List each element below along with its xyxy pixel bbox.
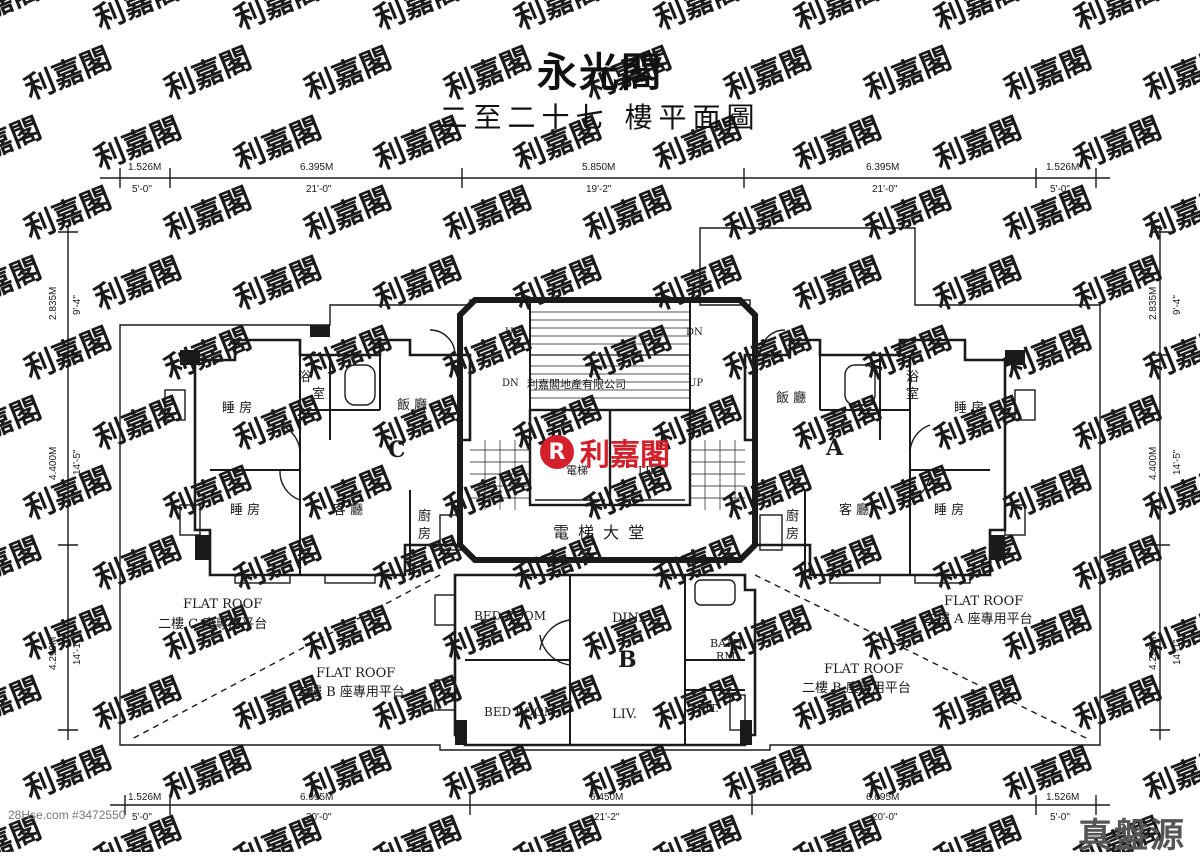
core-lift-lobby: 電 梯 大 堂 <box>553 523 646 542</box>
dim-top-ft-0: 5'-0" <box>132 184 152 195</box>
unit-a-kitchen-2: 房 <box>786 526 799 542</box>
core-up-left: UP <box>505 327 520 338</box>
dim-top-m-1: 6.395M <box>300 162 333 173</box>
brand-logo: 真盤源 <box>1078 816 1186 856</box>
unit-c-bedroom-2: 睡 房 <box>230 502 260 518</box>
roof-c-title: FLAT ROOF <box>183 597 262 612</box>
unit-b-letter: B <box>618 647 637 673</box>
unit-a-bath-1: 浴 <box>906 370 919 385</box>
dim-left-m-1: 4.400M <box>48 447 59 480</box>
roof-a-title: FLAT ROOF <box>944 594 1023 609</box>
unit-b-kitchen: KIT. <box>697 702 719 715</box>
unit-a-bath-2: 室 <box>906 386 919 402</box>
core-dn-right: DN <box>686 327 703 338</box>
dim-top-ft-2: 19'-2" <box>586 184 612 195</box>
dim-bottom-ft-2: 21'-2" <box>594 812 620 823</box>
core-up-right: UP <box>688 378 703 389</box>
dim-bottom-m-4: 1.526M <box>1046 792 1079 803</box>
unit-b-bedroom-2: BED ROOM <box>484 705 556 719</box>
core-dn-left: DN <box>502 378 519 389</box>
roof-b-right-sub: 二樓 B 座專用平台 <box>802 681 911 696</box>
core-walls <box>457 297 758 563</box>
agency-logo: R 利嘉閣 <box>540 430 690 474</box>
dim-right-ft-2: 14'-1" <box>1172 639 1183 665</box>
core-lift-left: 電梯 <box>566 464 588 477</box>
dim-top-ft-3: 21'-0" <box>872 184 898 195</box>
floor-range-subtitle: 二至二十七 樓平面圖 <box>439 101 761 134</box>
unit-a-kitchen-1: 廚 <box>786 508 799 524</box>
logo-mark-icon: R <box>540 435 574 469</box>
unit-b-living: LIV. <box>612 707 637 722</box>
dim-right-ft-1: 14'-5" <box>1172 449 1183 475</box>
unit-a-bedroom-1: 睡 房 <box>954 400 984 416</box>
dim-left-m-2: 4.290M <box>48 637 59 670</box>
dim-bottom-m-0: 1.526M <box>128 792 161 803</box>
dim-bottom-ft-0: 5'-0" <box>132 812 152 823</box>
dim-left-m-0: 2.835M <box>48 287 59 320</box>
unit-b-bedroom-1: BED ROOM <box>474 609 546 623</box>
dim-bottom-m-2: 6.450M <box>590 792 623 803</box>
dim-left-ft-0: 9'-4" <box>72 295 83 315</box>
dim-left-ft-2: 14'-1" <box>72 639 83 665</box>
dim-bottom-ft-1: 20'-0" <box>306 812 332 823</box>
dim-bottom-ft-4: 5'-0" <box>1050 812 1070 823</box>
source-caption: 28Hse.com #3472550 <box>8 808 126 822</box>
dim-top-ft-1: 21'-0" <box>306 184 332 195</box>
unit-a-dining: 飯 廳 <box>776 390 806 406</box>
roof-c-sub: 二樓 C 座專用平台 <box>158 617 267 632</box>
unit-c-living: 客 廳 <box>333 502 363 518</box>
unit-b-bath-2: RM <box>716 650 736 663</box>
unit-c-dining: 飯 廳 <box>397 397 427 413</box>
unit-b-bath-1: BATH. <box>710 637 746 650</box>
dim-top-m-0: 1.526M <box>128 162 161 173</box>
unit-c-bedroom-1: 睡 房 <box>222 400 252 416</box>
unit-a-letter: A <box>825 435 844 461</box>
dim-bottom-m-3: 6.095M <box>866 792 899 803</box>
unit-c-kitchen-1: 廚 <box>418 508 431 524</box>
roof-b-left-title: FLAT ROOF <box>316 666 395 681</box>
unit-c-letter: C <box>388 437 406 463</box>
unit-c-kitchen-2: 房 <box>418 526 431 542</box>
dim-right-m-0: 2.835M <box>1148 287 1159 320</box>
unit-a-bedroom-2: 睡 房 <box>934 502 964 518</box>
dim-right-ft-0: 9'-4" <box>1172 295 1183 315</box>
dim-top-m-2: 5.850M <box>582 162 615 173</box>
dim-right-m-1: 4.400M <box>1148 447 1159 480</box>
logo-text: 利嘉閣 <box>580 438 670 473</box>
dim-bottom-ft-3: 20'-0" <box>872 812 898 823</box>
dim-right-m-2: 4.290M <box>1148 637 1159 670</box>
core-company: 利嘉閣地產有限公司 <box>527 377 626 391</box>
unit-c-bath-1: 浴 <box>298 370 311 385</box>
roof-b-right-title: FLAT ROOF <box>824 662 903 677</box>
dim-top-m-3: 6.395M <box>866 162 899 173</box>
dim-bottom-m-1: 6.095M <box>300 792 333 803</box>
dim-top-m-4: 1.526M <box>1046 162 1079 173</box>
unit-a-living: 客 廳 <box>839 502 869 518</box>
unit-c-bath-2: 室 <box>312 386 325 402</box>
dim-top-ft-4: 5'-0" <box>1050 184 1070 195</box>
core-lift-right: LIFT <box>638 464 665 477</box>
roof-b-left-sub: 二樓 B 座專用平台 <box>296 685 405 700</box>
unit-b-dining: DIN. <box>612 611 642 626</box>
dim-left-ft-1: 14'-5" <box>72 449 83 475</box>
roof-a-sub: 二樓 A 座專用平台 <box>924 612 1033 627</box>
page-title: 永光閣 <box>537 50 663 96</box>
